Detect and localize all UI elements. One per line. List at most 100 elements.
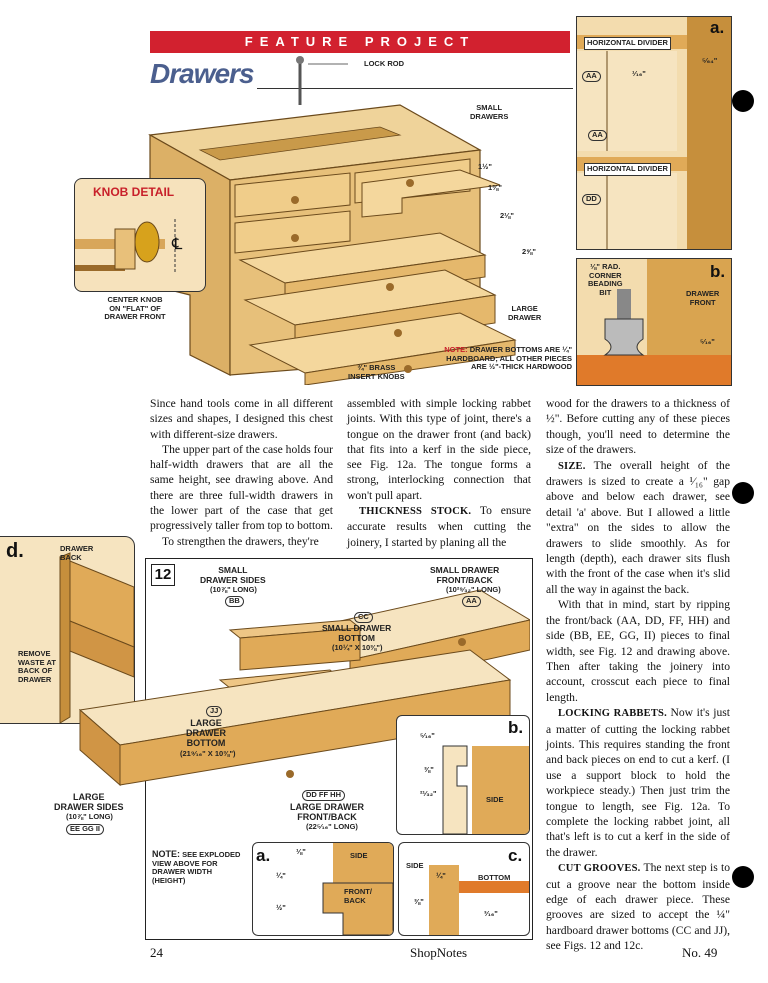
fig12-b-dim-2: ⅜"	[424, 765, 434, 774]
title-rule	[257, 88, 573, 89]
magazine-name: ShopNotes	[410, 945, 468, 960]
fig12-detail-c-drawing	[429, 865, 529, 935]
inset-a-dim-16: ¹⁄₁₆"	[632, 69, 646, 78]
small-fb-length: (10²⁹⁄₃₂" LONG)	[446, 585, 501, 594]
inset-d-drawing	[59, 552, 134, 723]
inset-a-letter: a.	[710, 18, 725, 37]
figure-12-note-prefix: NOTE:	[152, 849, 180, 859]
text-column-1: Since hand tools come in all different s…	[150, 396, 333, 549]
large-drawer-label: LARGE DRAWER	[508, 304, 542, 322]
inset-a-aa-2: AA	[588, 130, 607, 141]
locking-rabbets-text: Now it's just a matter of cutting the lo…	[546, 706, 730, 859]
fig12-c-dim-3: ³⁄₁₆"	[484, 909, 498, 918]
inset-a-aa-1: AA	[582, 71, 601, 82]
page-number: 24	[150, 945, 163, 960]
part-bb: BB	[225, 596, 244, 607]
note-text: DRAWER BOTTOMS ARE ¼" HARDBOARD; ALL OTH…	[446, 345, 572, 371]
feature-project-banner: FEATURE PROJECT	[150, 31, 570, 53]
knob-detail-drawing	[75, 219, 176, 274]
large-sides-length: (10⅞" LONG)	[66, 812, 113, 821]
fig12-a-front-back: FRONT/ BACK	[344, 887, 372, 905]
margin-bullet-2	[732, 482, 754, 504]
large-front-back-label: LARGE DRAWER FRONT/BACK	[290, 802, 364, 822]
center-knob-label: CENTER KNOB ON "FLAT" OF DRAWER FRONT	[104, 295, 166, 321]
knob-detail-inset	[74, 178, 206, 292]
size-text: The overall height of the drawers is siz…	[546, 458, 730, 596]
large-bottom-size: (21⁹⁄₁₆" x 10⅜")	[180, 749, 236, 758]
inset-b-top-drawing	[577, 259, 731, 385]
fig12-c-bottom: BOTTOM	[478, 873, 511, 882]
col2-para-2: THICKNESS STOCK. To ensure accurate resu…	[347, 503, 531, 550]
fig12-detail-a-letter: a.	[256, 846, 271, 865]
fig12-detail-b-drawing	[442, 745, 529, 834]
figure-12-note-text: SEE EXPLODED VIEW ABOVE FOR DRAWER WIDTH…	[152, 850, 241, 885]
figure-12-number: 12	[151, 564, 175, 586]
fig12-a-dim-3: ½"	[276, 903, 286, 912]
small-bottom-label: SMALL DRAWER BOTTOM	[322, 623, 392, 643]
text-column-3: wood for the drawers to a thickness of ½…	[546, 396, 730, 954]
small-sides-length: (10⅞" LONG)	[210, 585, 257, 594]
col1-para-2: The upper part of the case holds four ha…	[150, 442, 333, 533]
col3-intro: wood for the drawers to a thickness of ½…	[546, 397, 730, 457]
large-fb-length: (22⁵⁄₁₆" LONG)	[306, 822, 358, 831]
fig12-detail-a-drawing	[322, 843, 393, 935]
col3-lock: LOCKING RABBETS. Now it's just a matter …	[546, 705, 730, 860]
col3-cut: CUT GROOVES. The next step is to cut a g…	[546, 860, 730, 953]
col1-para-3: To strengthen the drawers, they're	[162, 534, 319, 548]
drawer-front-label: DRAWER FRONT	[686, 289, 720, 307]
horizontal-divider-label-1: HORIZONTAL DIVIDER	[584, 37, 671, 50]
fig12-c-side: SIDE	[406, 861, 424, 870]
col3-rip: With that in mind, start by ripping the …	[546, 598, 730, 704]
inset-d-letter: d.	[6, 540, 24, 562]
col1-para-1: Since hand tools come in all different s…	[150, 397, 333, 441]
dim-label-3: 2⅛"	[500, 211, 514, 220]
inset-d	[0, 536, 135, 724]
fig12-a-side: SIDE	[350, 851, 368, 860]
note-prefix: NOTE:	[444, 345, 468, 354]
size-heading: SIZE.	[558, 460, 586, 472]
fig12-b-dim-3: ²¹⁄₃₂"	[420, 789, 437, 798]
centerline-symbol: ℄	[172, 236, 183, 253]
small-bottom-size: (10¼" x 10⅜")	[332, 643, 383, 652]
fig12-detail-c-letter: c.	[508, 846, 523, 865]
lock-rod-label: LOCK ROD	[364, 59, 404, 68]
brass-knobs-label: ¾" BRASS INSERT KNOBS	[348, 363, 405, 381]
large-sides-label: LARGE DRAWER SIDES	[54, 792, 124, 812]
remove-waste-label: REMOVE WASTE AT BACK OF DRAWER	[18, 649, 56, 684]
col2-para-1: assembled with simple locking rabbet joi…	[347, 397, 531, 502]
part-dd-ff-hh: DD FF HH	[302, 790, 345, 801]
inset-a-dim-64: ⁵⁄₆₄"	[702, 56, 718, 65]
inset-b-top	[576, 258, 732, 386]
small-front-back-label: SMALL DRAWER FRONT/BACK	[430, 565, 500, 585]
inset-a-dd: DD	[582, 194, 601, 205]
fig12-b-dim-1: ⁵⁄₁₆"	[420, 731, 435, 740]
inset-b-top-dim: ⁵⁄₁₆"	[700, 337, 715, 346]
fig12-detail-a	[252, 842, 394, 936]
fig12-c-dim-1: ¼"	[436, 871, 446, 880]
fig12-detail-b	[396, 715, 530, 835]
margin-bullet-1	[732, 90, 754, 112]
margin-bullet-3	[732, 866, 754, 888]
part-cc: CC	[354, 612, 373, 623]
col3-size: SIZE. The overall height of the drawers …	[546, 458, 730, 598]
drawing-note: NOTE: DRAWER BOTTOMS ARE ¼" HARDBOARD; A…	[432, 345, 572, 372]
inset-b-top-letter: b.	[710, 262, 726, 281]
part-aa: AA	[462, 596, 481, 607]
drawer-back-label: DRAWER BACK	[60, 544, 94, 562]
fig12-detail-b-letter: b.	[508, 718, 524, 737]
thickness-stock-heading: THICKNESS STOCK.	[359, 506, 472, 518]
rad-beading-label: ⅛" RAD. CORNER BEADING BIT	[588, 262, 623, 297]
cut-grooves-text: The next step is to cut a groove near th…	[546, 861, 730, 953]
large-bottom-label: LARGE DRAWER BOTTOM	[186, 718, 226, 748]
small-drawer-sides-label: SMALL DRAWER SIDES	[200, 565, 266, 585]
page-title: Drawers	[150, 58, 255, 89]
dim-label-4: 2⅝"	[522, 247, 536, 256]
figure-12-note: NOTE: SEE EXPLODED VIEW ABOVE FOR DRAWER…	[152, 850, 244, 885]
text-column-2: assembled with simple locking rabbet joi…	[347, 396, 531, 550]
knob-detail-title: KNOB DETAIL	[93, 185, 175, 199]
chest-drawing	[148, 56, 517, 385]
locking-rabbets-heading: LOCKING RABBETS.	[558, 708, 667, 720]
cut-grooves-heading: CUT GROOVES.	[558, 863, 641, 875]
part-jj: JJ	[206, 706, 223, 717]
fig12-detail-c	[398, 842, 530, 936]
